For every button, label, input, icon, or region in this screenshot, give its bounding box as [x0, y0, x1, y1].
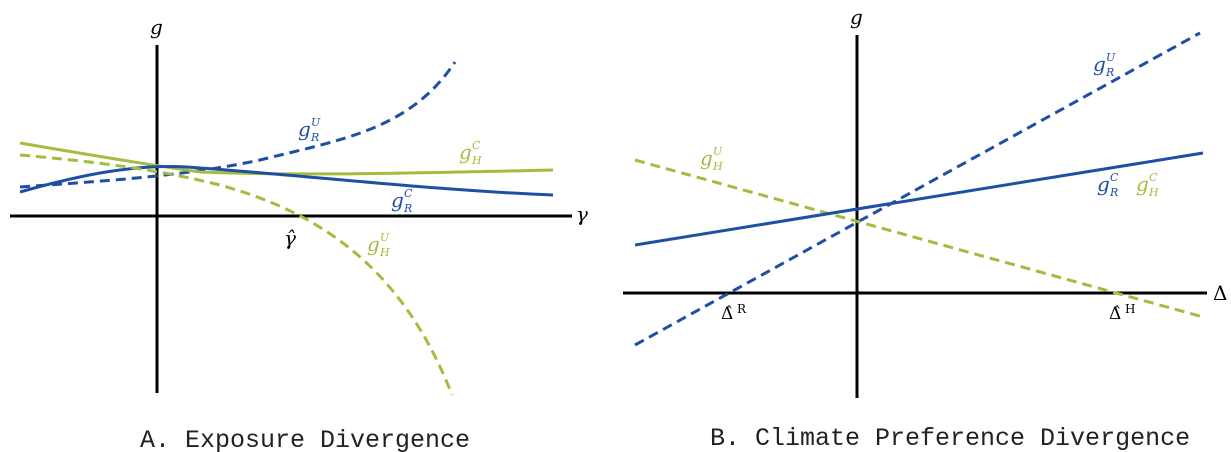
- panel-b-delta-hat-r: Δ̂ R: [721, 302, 747, 324]
- svg-text:R: R: [1105, 66, 1114, 79]
- panel-a-curve-g-r-u: [19, 61, 457, 189]
- panel-a-x-label: γ: [576, 202, 588, 226]
- panel-a-curve-g-r-c: [19, 165, 554, 197]
- panel-a: g γ γ̂ g U R g C H g C R g U H A. Exposu…: [10, 15, 588, 452]
- panel-b-x-label: Δ: [1213, 281, 1227, 305]
- svg-text:U: U: [311, 116, 321, 129]
- panel-a-label-g-h-c: g C H: [459, 139, 482, 167]
- svg-text:g: g: [367, 232, 380, 256]
- panel-a-curve-g-h-c: [19, 141, 554, 176]
- svg-text:R: R: [310, 131, 319, 144]
- panel-a-caption: A. Exposure Divergence: [140, 426, 470, 452]
- panel-b: g Δ Δ̂ R Δ̂ H g U R g U H g C R: [623, 5, 1227, 452]
- svg-text:R: R: [1109, 186, 1118, 199]
- panel-a-curve-g-h-u: [19, 153, 454, 396]
- panel-b-label-g-r-u: g U R: [1093, 51, 1116, 79]
- panel-b-delta-hat-h: Δ̂ H: [1109, 302, 1135, 324]
- svg-text:g: g: [700, 146, 713, 170]
- panel-b-caption: B. Climate Preference Divergence: [710, 424, 1190, 452]
- panel-a-y-label: g: [150, 15, 163, 39]
- svg-text:C: C: [1110, 171, 1119, 184]
- svg-text:H: H: [712, 160, 723, 173]
- svg-text:H: H: [1125, 302, 1135, 316]
- svg-text:U: U: [713, 145, 723, 158]
- panel-a-label-g-h-u: g U H: [367, 231, 390, 259]
- svg-text:g: g: [391, 188, 404, 212]
- svg-text:g: g: [459, 140, 472, 164]
- svg-text:C: C: [404, 187, 413, 200]
- svg-text:g: g: [1097, 172, 1110, 196]
- panel-b-y-label: g: [850, 5, 863, 29]
- panel-a-gamma-hat: γ̂: [284, 226, 296, 250]
- svg-text:H: H: [471, 154, 482, 167]
- panel-b-label-g-h-u: g U H: [700, 145, 723, 173]
- svg-text:C: C: [1149, 171, 1158, 184]
- panel-b-curve-g-r-c: [634, 151, 1204, 247]
- panel-b-curve-g-r-u: [634, 31, 1201, 347]
- panel-b-label-g-r-c: g C R: [1097, 171, 1119, 199]
- svg-text:R: R: [737, 302, 747, 316]
- svg-text:Δ̂: Δ̂: [1109, 304, 1121, 324]
- svg-text:R: R: [403, 202, 412, 215]
- svg-text:Δ̂: Δ̂: [721, 304, 733, 324]
- svg-text:g: g: [298, 117, 311, 141]
- svg-text:g: g: [1136, 172, 1149, 196]
- svg-text:g: g: [1093, 52, 1106, 76]
- svg-text:U: U: [380, 231, 390, 244]
- svg-text:U: U: [1106, 51, 1116, 64]
- svg-text:C: C: [472, 139, 481, 152]
- svg-text:H: H: [1148, 186, 1159, 199]
- panel-a-label-g-r-c: g C R: [391, 187, 413, 215]
- panel-b-curve-g-h-u: [634, 158, 1204, 319]
- panel-b-label-g-h-c: g C H: [1136, 171, 1159, 199]
- panel-a-label-g-r-u: g U R: [298, 116, 321, 144]
- svg-text:H: H: [379, 246, 390, 259]
